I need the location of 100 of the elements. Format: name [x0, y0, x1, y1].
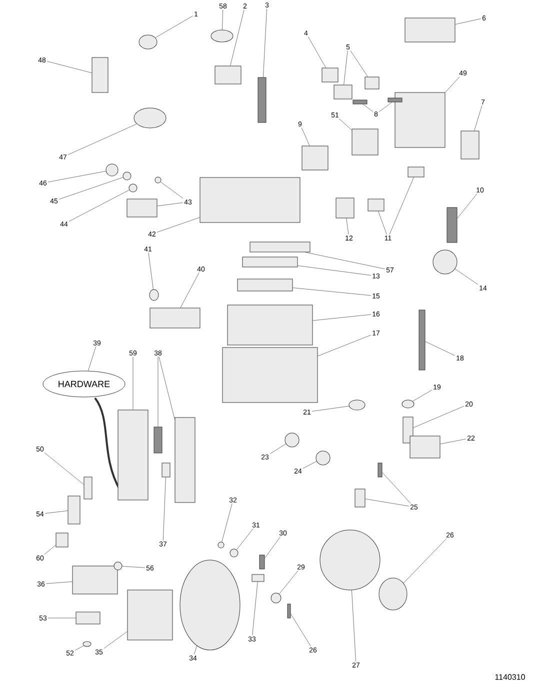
part-drawing	[218, 542, 224, 548]
leader-line	[290, 614, 311, 647]
part-drawing	[127, 590, 173, 640]
part-drawing	[126, 198, 158, 218]
part-drawing	[354, 488, 366, 508]
leader-line	[403, 538, 447, 584]
part-drawing	[242, 256, 298, 268]
leader-line	[68, 190, 130, 222]
leader-line	[156, 217, 200, 232]
part-drawing	[408, 166, 424, 178]
label-oval: HARDWARE	[42, 370, 126, 398]
leader-line	[74, 646, 84, 650]
part-drawing	[284, 432, 300, 448]
part-drawing	[378, 462, 382, 478]
part-drawing	[410, 436, 440, 458]
leader-line	[440, 438, 466, 444]
leader-line	[350, 50, 368, 77]
part-drawing	[432, 250, 458, 274]
leader-line	[263, 8, 267, 78]
part-drawing	[134, 108, 166, 128]
leader-line	[157, 202, 184, 206]
part-drawing	[230, 548, 238, 558]
part-drawing	[122, 172, 132, 180]
part-drawing	[418, 310, 426, 370]
leader-line	[412, 390, 432, 402]
leader-line	[365, 498, 410, 506]
part-drawing	[210, 30, 234, 42]
part-drawing	[114, 562, 122, 570]
part-drawing	[92, 57, 108, 93]
leader-line	[344, 50, 348, 85]
leader-line	[264, 536, 281, 558]
leader-line	[44, 452, 84, 485]
leader-line	[413, 406, 464, 428]
leader-line	[68, 124, 137, 155]
part-drawing	[227, 304, 313, 346]
leader-line	[454, 268, 478, 285]
part-drawing	[118, 410, 148, 500]
part-drawing	[402, 416, 414, 444]
leader-line	[252, 582, 258, 636]
leader-line	[48, 170, 106, 182]
leader-line	[44, 544, 56, 555]
part-drawing	[150, 308, 200, 328]
part-drawing	[334, 84, 352, 100]
leader-line	[148, 252, 154, 290]
leader-line	[338, 118, 352, 130]
leader-line	[162, 477, 166, 541]
part-drawing	[200, 177, 300, 223]
leader-line	[378, 211, 387, 235]
part-drawing	[336, 198, 354, 218]
leader-line	[46, 581, 72, 584]
part-drawing	[368, 198, 384, 212]
drawing-number: 1140310	[495, 674, 525, 680]
part-drawing	[252, 574, 264, 582]
part-drawing	[352, 128, 378, 156]
leader-line	[88, 346, 96, 372]
part-drawing	[154, 426, 162, 454]
part-drawing	[174, 417, 196, 503]
part-drawing	[258, 77, 266, 123]
leader-line	[352, 590, 356, 662]
part-drawing	[364, 76, 380, 90]
part-drawing	[378, 578, 408, 610]
leader-line	[222, 9, 224, 30]
leader-line	[304, 252, 386, 270]
leader-line	[382, 472, 411, 504]
part-drawing	[82, 641, 92, 647]
part-drawing	[180, 560, 240, 650]
leader-line	[132, 356, 134, 410]
part-drawing	[446, 207, 458, 243]
leader-line	[445, 76, 460, 93]
part-drawing	[149, 289, 159, 301]
part-drawing	[404, 18, 456, 42]
part-drawing	[316, 450, 330, 466]
part-drawing	[162, 462, 170, 478]
leader-line	[58, 177, 124, 200]
part-drawing	[68, 496, 80, 524]
leader-line	[457, 193, 478, 219]
part-drawing	[287, 604, 291, 618]
leader-line	[389, 177, 414, 235]
leader-line	[292, 288, 372, 296]
part-drawing	[320, 530, 380, 590]
leader-line	[230, 9, 244, 66]
part-drawing	[138, 34, 158, 50]
leader-line	[302, 461, 317, 469]
leader-line	[301, 127, 310, 146]
part-drawing	[259, 554, 265, 570]
part-drawing	[222, 347, 318, 403]
part-drawing	[106, 164, 118, 176]
part-drawing	[322, 68, 338, 82]
part-drawing	[237, 278, 293, 292]
leader-line	[362, 104, 374, 112]
part-drawing	[72, 566, 118, 594]
part-drawing	[394, 92, 446, 148]
leader-line	[455, 18, 482, 25]
leader-line	[180, 272, 200, 308]
leader-line	[160, 182, 184, 199]
leader-line	[318, 334, 372, 356]
leader-line	[270, 444, 286, 454]
leader-line	[378, 102, 392, 112]
part-drawing	[84, 476, 92, 500]
leader-line	[122, 566, 146, 568]
